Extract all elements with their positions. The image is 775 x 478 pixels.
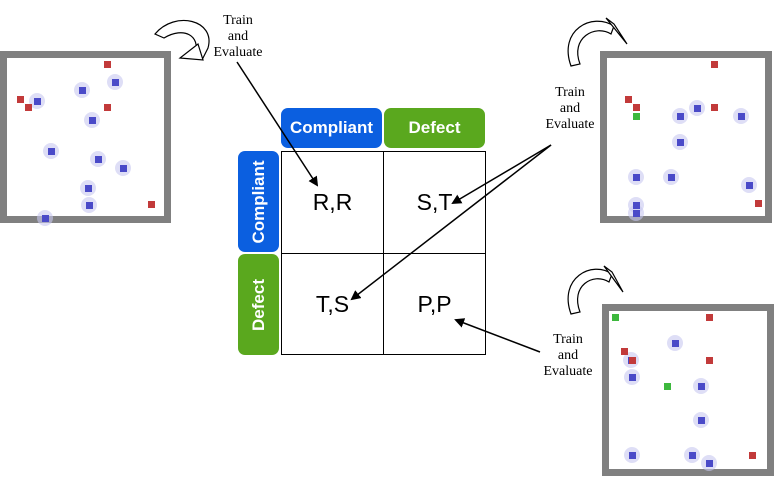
row-header-compliant: Compliant	[238, 151, 279, 252]
red-agent	[755, 200, 762, 207]
label-line: and	[559, 101, 581, 116]
blue-agent	[34, 98, 41, 105]
payoff-cell-compliant-defect: S,T	[383, 151, 486, 254]
red-agent	[25, 104, 32, 111]
blue-agent	[698, 417, 705, 424]
red-agent	[633, 104, 640, 111]
blue-agent	[677, 139, 684, 146]
blue-agent	[79, 87, 86, 94]
environment-grid-top-left	[0, 51, 171, 226]
label-line: Evaluate	[213, 45, 263, 60]
payoff-cell-defect-compliant: T,S	[281, 253, 384, 355]
blue-agent	[672, 340, 679, 347]
blue-agent	[633, 202, 640, 209]
green-agent	[612, 314, 619, 321]
label-line: Train	[555, 85, 585, 100]
label-line: Evaluate	[545, 117, 595, 132]
blue-agent	[95, 156, 102, 163]
red-agent	[621, 348, 628, 355]
train-evaluate-label-top-right: Train and Evaluate	[537, 85, 603, 133]
blue-agent	[120, 165, 127, 172]
red-agent	[17, 96, 24, 103]
label-line: and	[557, 348, 579, 363]
red-agent	[711, 104, 718, 111]
red-agent	[711, 61, 718, 68]
train-evaluate-label-bottom-right: Train and Evaluate	[535, 332, 601, 380]
agents-layer	[612, 314, 756, 471]
payoff-cell-defect-defect: P,P	[383, 253, 486, 355]
blue-agent	[689, 452, 696, 459]
environment-grid-bottom-right	[602, 304, 774, 476]
blue-agent	[694, 105, 701, 112]
environment-grid-top-right	[600, 51, 772, 223]
green-agent	[664, 383, 671, 390]
blue-agent	[633, 210, 640, 217]
label-line: Train	[553, 332, 583, 347]
blue-agent	[706, 460, 713, 467]
blue-agent	[668, 174, 675, 181]
blue-agent	[112, 79, 119, 86]
blue-agent	[42, 215, 49, 222]
column-header-defect: Defect	[384, 108, 485, 148]
red-agent	[104, 104, 111, 111]
red-agent	[749, 452, 756, 459]
red-agent	[104, 61, 111, 68]
blue-agent	[85, 185, 92, 192]
red-agent	[629, 357, 636, 364]
blue-agent	[48, 148, 55, 155]
blue-agent	[629, 374, 636, 381]
blue-agent	[698, 383, 705, 390]
blue-agent	[677, 113, 684, 120]
red-agent	[625, 96, 632, 103]
blue-agent	[633, 174, 640, 181]
green-agent	[633, 113, 640, 120]
red-agent	[706, 314, 713, 321]
blue-agent	[629, 452, 636, 459]
column-header-compliant: Compliant	[281, 108, 382, 148]
agents-layer	[625, 61, 762, 221]
payoff-cell-compliant-compliant: R,R	[281, 151, 384, 254]
label-line: Evaluate	[543, 364, 593, 379]
red-agent	[148, 201, 155, 208]
agents-layer	[17, 61, 155, 226]
red-agent	[706, 357, 713, 364]
train-evaluate-label-top-left: Train and Evaluate	[205, 13, 271, 61]
row-header-defect-label: Defect	[248, 278, 268, 331]
blue-agent	[746, 182, 753, 189]
blue-agent	[738, 113, 745, 120]
row-header-defect: Defect	[238, 254, 279, 355]
row-header-compliant-label: Compliant	[248, 159, 268, 244]
blue-agent	[86, 202, 93, 209]
label-line: and	[227, 29, 249, 44]
blue-agent	[89, 117, 96, 124]
label-line: Train	[223, 13, 253, 28]
